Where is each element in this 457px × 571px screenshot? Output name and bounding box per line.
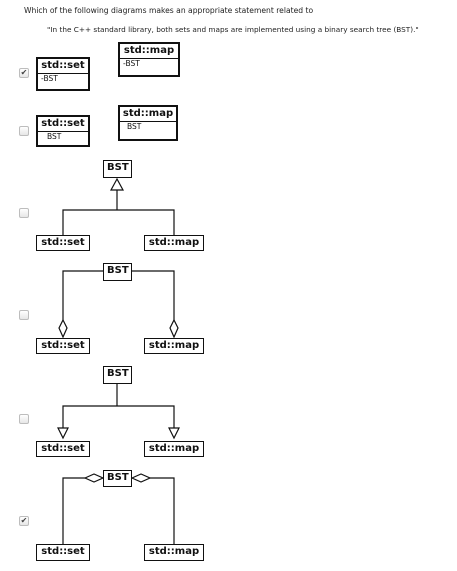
connector-line: [62, 405, 175, 428]
option-b-checkbox[interactable]: [19, 126, 29, 136]
class-name: std::map: [148, 443, 200, 454]
triangle-arrow-icon: [168, 427, 180, 440]
option-d-std-set-class: std::set: [36, 338, 90, 354]
aggregation-line-set: [62, 477, 85, 544]
aggregation-diamond-icon: [130, 473, 152, 483]
aggregation-diamond-icon: [169, 318, 179, 339]
aggregation-line-set: [62, 270, 103, 320]
aggregation-diamond-icon: [83, 473, 105, 483]
option-f-bst-class: BST: [103, 470, 132, 487]
class-name: std::map: [148, 340, 200, 351]
class-name: BST: [107, 368, 129, 379]
option-c-checkbox[interactable]: [19, 208, 29, 218]
class-name: std::set: [41, 340, 85, 351]
class-name: std::set: [41, 60, 85, 71]
option-c-bst-class: BST: [103, 160, 132, 178]
aggregation-line-map: [132, 270, 175, 320]
option-e-bst-class: BST: [103, 366, 132, 384]
option-b-std-set-class: std::set BST: [36, 115, 90, 147]
question-prompt: Which of the following diagrams makes an…: [24, 6, 314, 15]
option-d-checkbox[interactable]: [19, 310, 29, 320]
option-d-std-map-class: std::map: [144, 338, 204, 354]
generalization-arrow-icon: [109, 177, 125, 191]
class-name: BST: [107, 472, 129, 483]
question-quote: "In the C++ standard library, both sets …: [47, 25, 419, 34]
option-e-std-map-class: std::map: [144, 441, 204, 457]
class-name: std::map: [148, 546, 200, 557]
aggregation-diamond-icon: [58, 318, 68, 339]
option-f-std-map-class: std::map: [144, 544, 204, 561]
option-f-std-set-class: std::set: [36, 544, 90, 561]
class-attribute: BST: [38, 131, 88, 142]
inheritance-line: [62, 209, 175, 236]
option-c-std-map-class: std::map: [144, 235, 204, 251]
option-a-std-set-class: std::set -BST: [36, 57, 90, 91]
option-b-std-map-class: std::map BST: [118, 105, 178, 141]
class-name: std::set: [41, 237, 85, 248]
class-name: std::map: [123, 45, 175, 56]
option-f-checkbox[interactable]: ✔: [19, 516, 29, 526]
triangle-arrow-icon: [57, 427, 69, 440]
option-a-std-map-class: std::map -BST: [118, 42, 180, 77]
class-name: std::set: [41, 546, 85, 557]
class-name: std::map: [148, 237, 200, 248]
option-c-std-set-class: std::set: [36, 235, 90, 251]
checkmark-icon: ✔: [20, 516, 28, 525]
class-name: BST: [107, 162, 129, 173]
option-e-std-set-class: std::set: [36, 441, 90, 457]
option-d-bst-class: BST: [103, 263, 132, 281]
class-name: std::set: [41, 118, 85, 129]
class-name: std::set: [41, 443, 85, 454]
checkmark-icon: ✔: [20, 68, 28, 77]
class-attribute: -BST: [38, 73, 88, 84]
class-name: BST: [107, 265, 129, 276]
option-a-checkbox[interactable]: ✔: [19, 68, 29, 78]
class-attribute: BST: [120, 121, 176, 132]
aggregation-line-map: [150, 477, 175, 544]
option-e-checkbox[interactable]: [19, 414, 29, 424]
class-name: std::map: [122, 108, 174, 119]
class-attribute: -BST: [120, 58, 178, 69]
